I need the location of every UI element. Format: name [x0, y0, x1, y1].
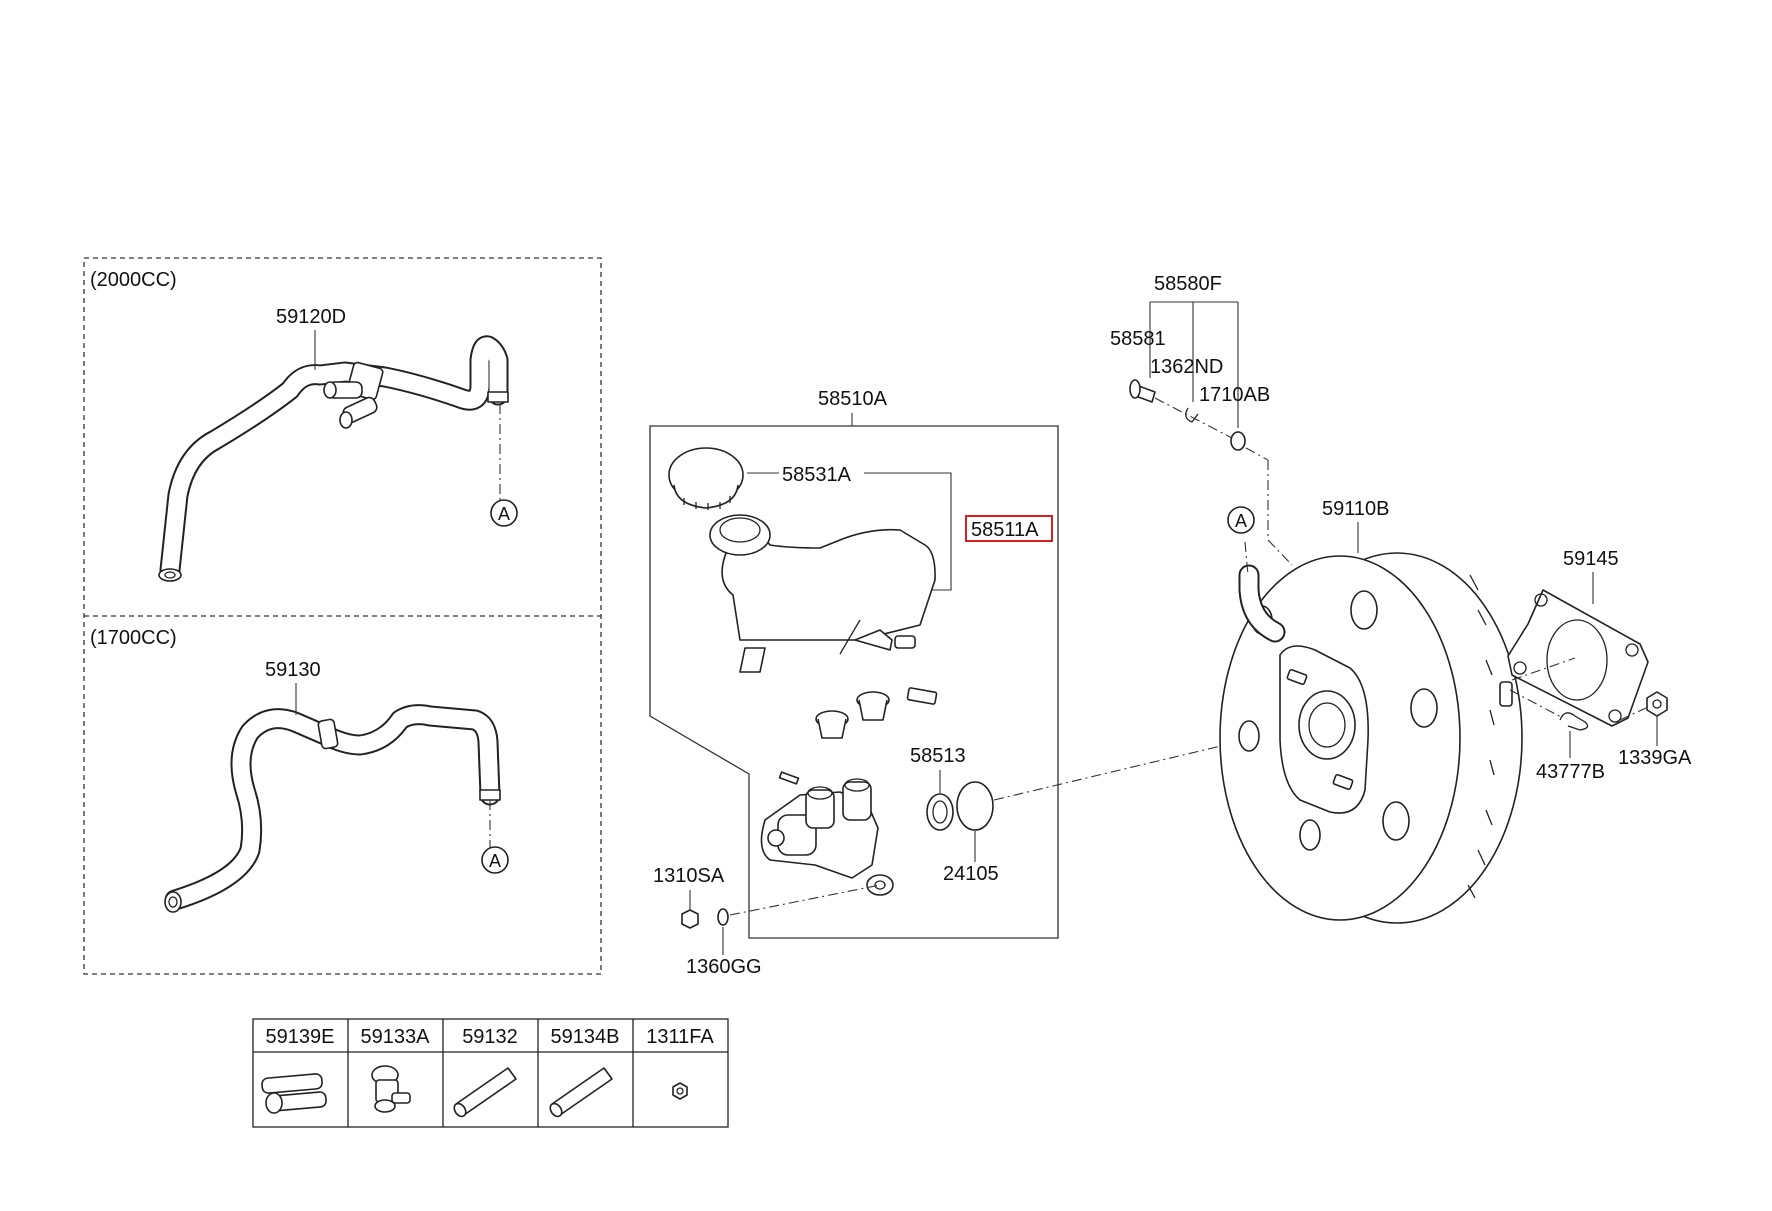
- washer-1360GG[interactable]: [717, 908, 729, 926]
- label-1310SA: 1310SA: [653, 865, 725, 887]
- vacuum-check-valve[interactable]: [1238, 564, 1286, 643]
- label-43777B: 43777B: [1536, 761, 1605, 783]
- table-header-4: 59134B: [551, 1026, 620, 1048]
- label-59130: 59130: [265, 659, 321, 681]
- reservoir-cap[interactable]: [668, 447, 744, 510]
- table-header-5: 1311FA: [646, 1026, 714, 1048]
- clip-43777B[interactable]: [1559, 712, 1589, 731]
- label-58580F: 58580F: [1154, 273, 1222, 295]
- label-58511A: 58511A: [971, 519, 1039, 541]
- label-1710AB: 1710AB: [1199, 384, 1270, 406]
- label-58581: 58581: [1110, 328, 1166, 350]
- nut-line: [1619, 707, 1647, 721]
- valve-59133A[interactable]: [371, 1065, 411, 1113]
- hose-59120D[interactable]: [158, 335, 509, 582]
- nut-1339GA[interactable]: [1646, 691, 1668, 717]
- svg-text:A: A: [498, 504, 510, 524]
- pin-line-2: [1245, 447, 1269, 461]
- svg-text:A: A: [489, 851, 501, 871]
- leader-58580F: [1149, 301, 1239, 428]
- connector-line-booster: [1244, 541, 1249, 576]
- label-58531A: 58531A: [782, 464, 852, 486]
- clip-line: [1509, 689, 1564, 719]
- clevis-pin-58581[interactable]: [1129, 379, 1156, 403]
- label-58513: 58513: [910, 745, 966, 767]
- master-cylinder-assembly-frame: [649, 425, 1059, 939]
- fitting-59139E[interactable]: [261, 1073, 327, 1114]
- table-header-1: 59139E: [266, 1026, 335, 1048]
- marker-a-booster: A: [1227, 506, 1255, 534]
- brake-booster-59110B[interactable]: [1219, 552, 1523, 924]
- gasket-axis-line: [1511, 657, 1576, 681]
- label-1339GA: 1339GA: [1618, 747, 1692, 769]
- variant-1700cc-label: (1700CC): [90, 627, 177, 649]
- tube-59134B[interactable]: [548, 1067, 613, 1119]
- label-59145: 59145: [1563, 548, 1619, 570]
- label-1362ND: 1362ND: [1150, 356, 1223, 378]
- pin-line: [1154, 397, 1233, 439]
- marker-a-1700cc: A: [481, 846, 509, 874]
- label-59110B: 59110B: [1322, 498, 1389, 520]
- vacuum-hose-panels: (2000CC) (1700CC): [83, 257, 602, 975]
- table-header-3: 59132: [462, 1026, 518, 1048]
- marker-a-2000cc: A: [490, 499, 518, 527]
- master-cylinder-body[interactable]: [760, 771, 894, 896]
- reservoir-grommets[interactable]: [815, 691, 890, 739]
- variant-2000cc-label: (2000CC): [90, 269, 177, 291]
- seal-58513[interactable]: [926, 793, 954, 831]
- washer-1710AB[interactable]: [1230, 431, 1246, 451]
- gasket-59145[interactable]: [1507, 589, 1649, 727]
- pin-line-4: [1267, 539, 1293, 566]
- fluid-reservoir[interactable]: [709, 514, 938, 705]
- highlight-58511A: [965, 515, 1053, 542]
- plug-24105[interactable]: [956, 781, 994, 831]
- leader-58531A-b: [864, 472, 952, 591]
- nut-1310SA[interactable]: [681, 909, 699, 929]
- label-24105: 24105: [943, 863, 999, 885]
- nut-1311FA[interactable]: [672, 1082, 688, 1100]
- tube-59132[interactable]: [452, 1067, 517, 1119]
- table-header-2: 59133A: [361, 1026, 431, 1048]
- label-58510A: 58510A: [818, 388, 888, 410]
- stud-line: [729, 884, 881, 916]
- clip-1362ND[interactable]: [1185, 407, 1199, 423]
- label-1360GG: 1360GG: [686, 956, 762, 978]
- parts-table: 59139E 59133A 59132 59134B 1311FA: [252, 1018, 729, 1128]
- label-59120D: 59120D: [276, 306, 346, 328]
- hose-59130[interactable]: [164, 704, 501, 913]
- svg-text:A: A: [1235, 511, 1247, 531]
